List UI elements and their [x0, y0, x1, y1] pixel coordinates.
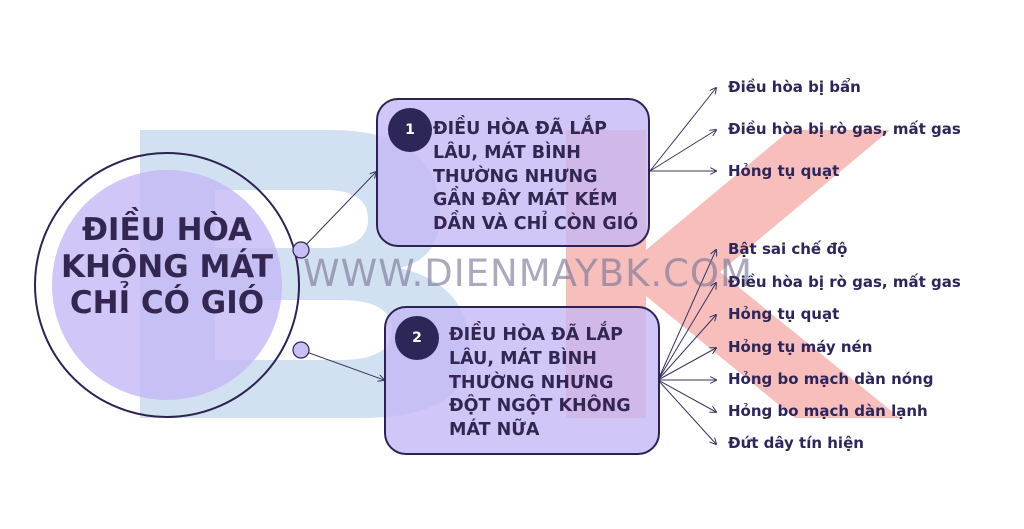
node-1-text: ĐIỀU HÒA ĐÃ LẮP LÂU, MÁT BÌNH THƯỜNG NHƯ…: [433, 119, 639, 235]
website-watermark: WWW.DIENMAYBK.COM: [303, 252, 753, 295]
cause-item: Hỏng tụ máy nén: [728, 338, 873, 356]
central-topic-title: ĐIỀU HÒA KHÔNG MÁT CHỈ CÓ GIÓ: [60, 212, 274, 322]
connector-node2-leaf: [657, 315, 716, 381]
cause-item: Điều hòa bị rò gas, mất gas: [728, 273, 961, 291]
connector-node1-leaf: [649, 88, 716, 172]
cause-item: Hỏng tụ quạt: [728, 162, 840, 180]
connector-node2-leaf: [657, 379, 716, 412]
node-2-number-badge: 2: [395, 316, 439, 360]
node-2-text: ĐIỀU HÒA ĐÃ LẮP LÂU, MÁT BÌNH THƯỜNG NHƯ…: [449, 325, 631, 441]
cause-item: Đứt dây tín hiện: [728, 434, 864, 452]
cause-item: Bật sai chế độ: [728, 240, 848, 258]
connector-node2-leaf: [657, 379, 716, 444]
cause-item: Hỏng bo mạch dàn lạnh: [728, 402, 928, 420]
connection-dot: [292, 241, 310, 259]
connection-dot: [292, 341, 310, 359]
connector-node2-leaf: [657, 250, 716, 381]
connector-node2-leaf: [657, 348, 716, 381]
node-1-number-badge: 1: [388, 108, 432, 152]
central-topic-ring: [34, 152, 300, 418]
cause-item: Điều hòa bị bẩn: [728, 78, 861, 96]
cause-item: Hỏng tụ quạt: [728, 305, 840, 323]
central-topic-fill: [52, 170, 282, 400]
cause-item: Hỏng bo mạch dàn nóng: [728, 370, 934, 388]
connector-center-node1: [300, 172, 376, 251]
scenario-node-1: [376, 98, 650, 247]
connector-node1-leaf: [649, 130, 716, 172]
connector-node2-leaf: [657, 283, 716, 381]
connector-center-node2: [300, 349, 384, 380]
cause-item: Điều hòa bị rò gas, mất gas: [728, 120, 961, 138]
